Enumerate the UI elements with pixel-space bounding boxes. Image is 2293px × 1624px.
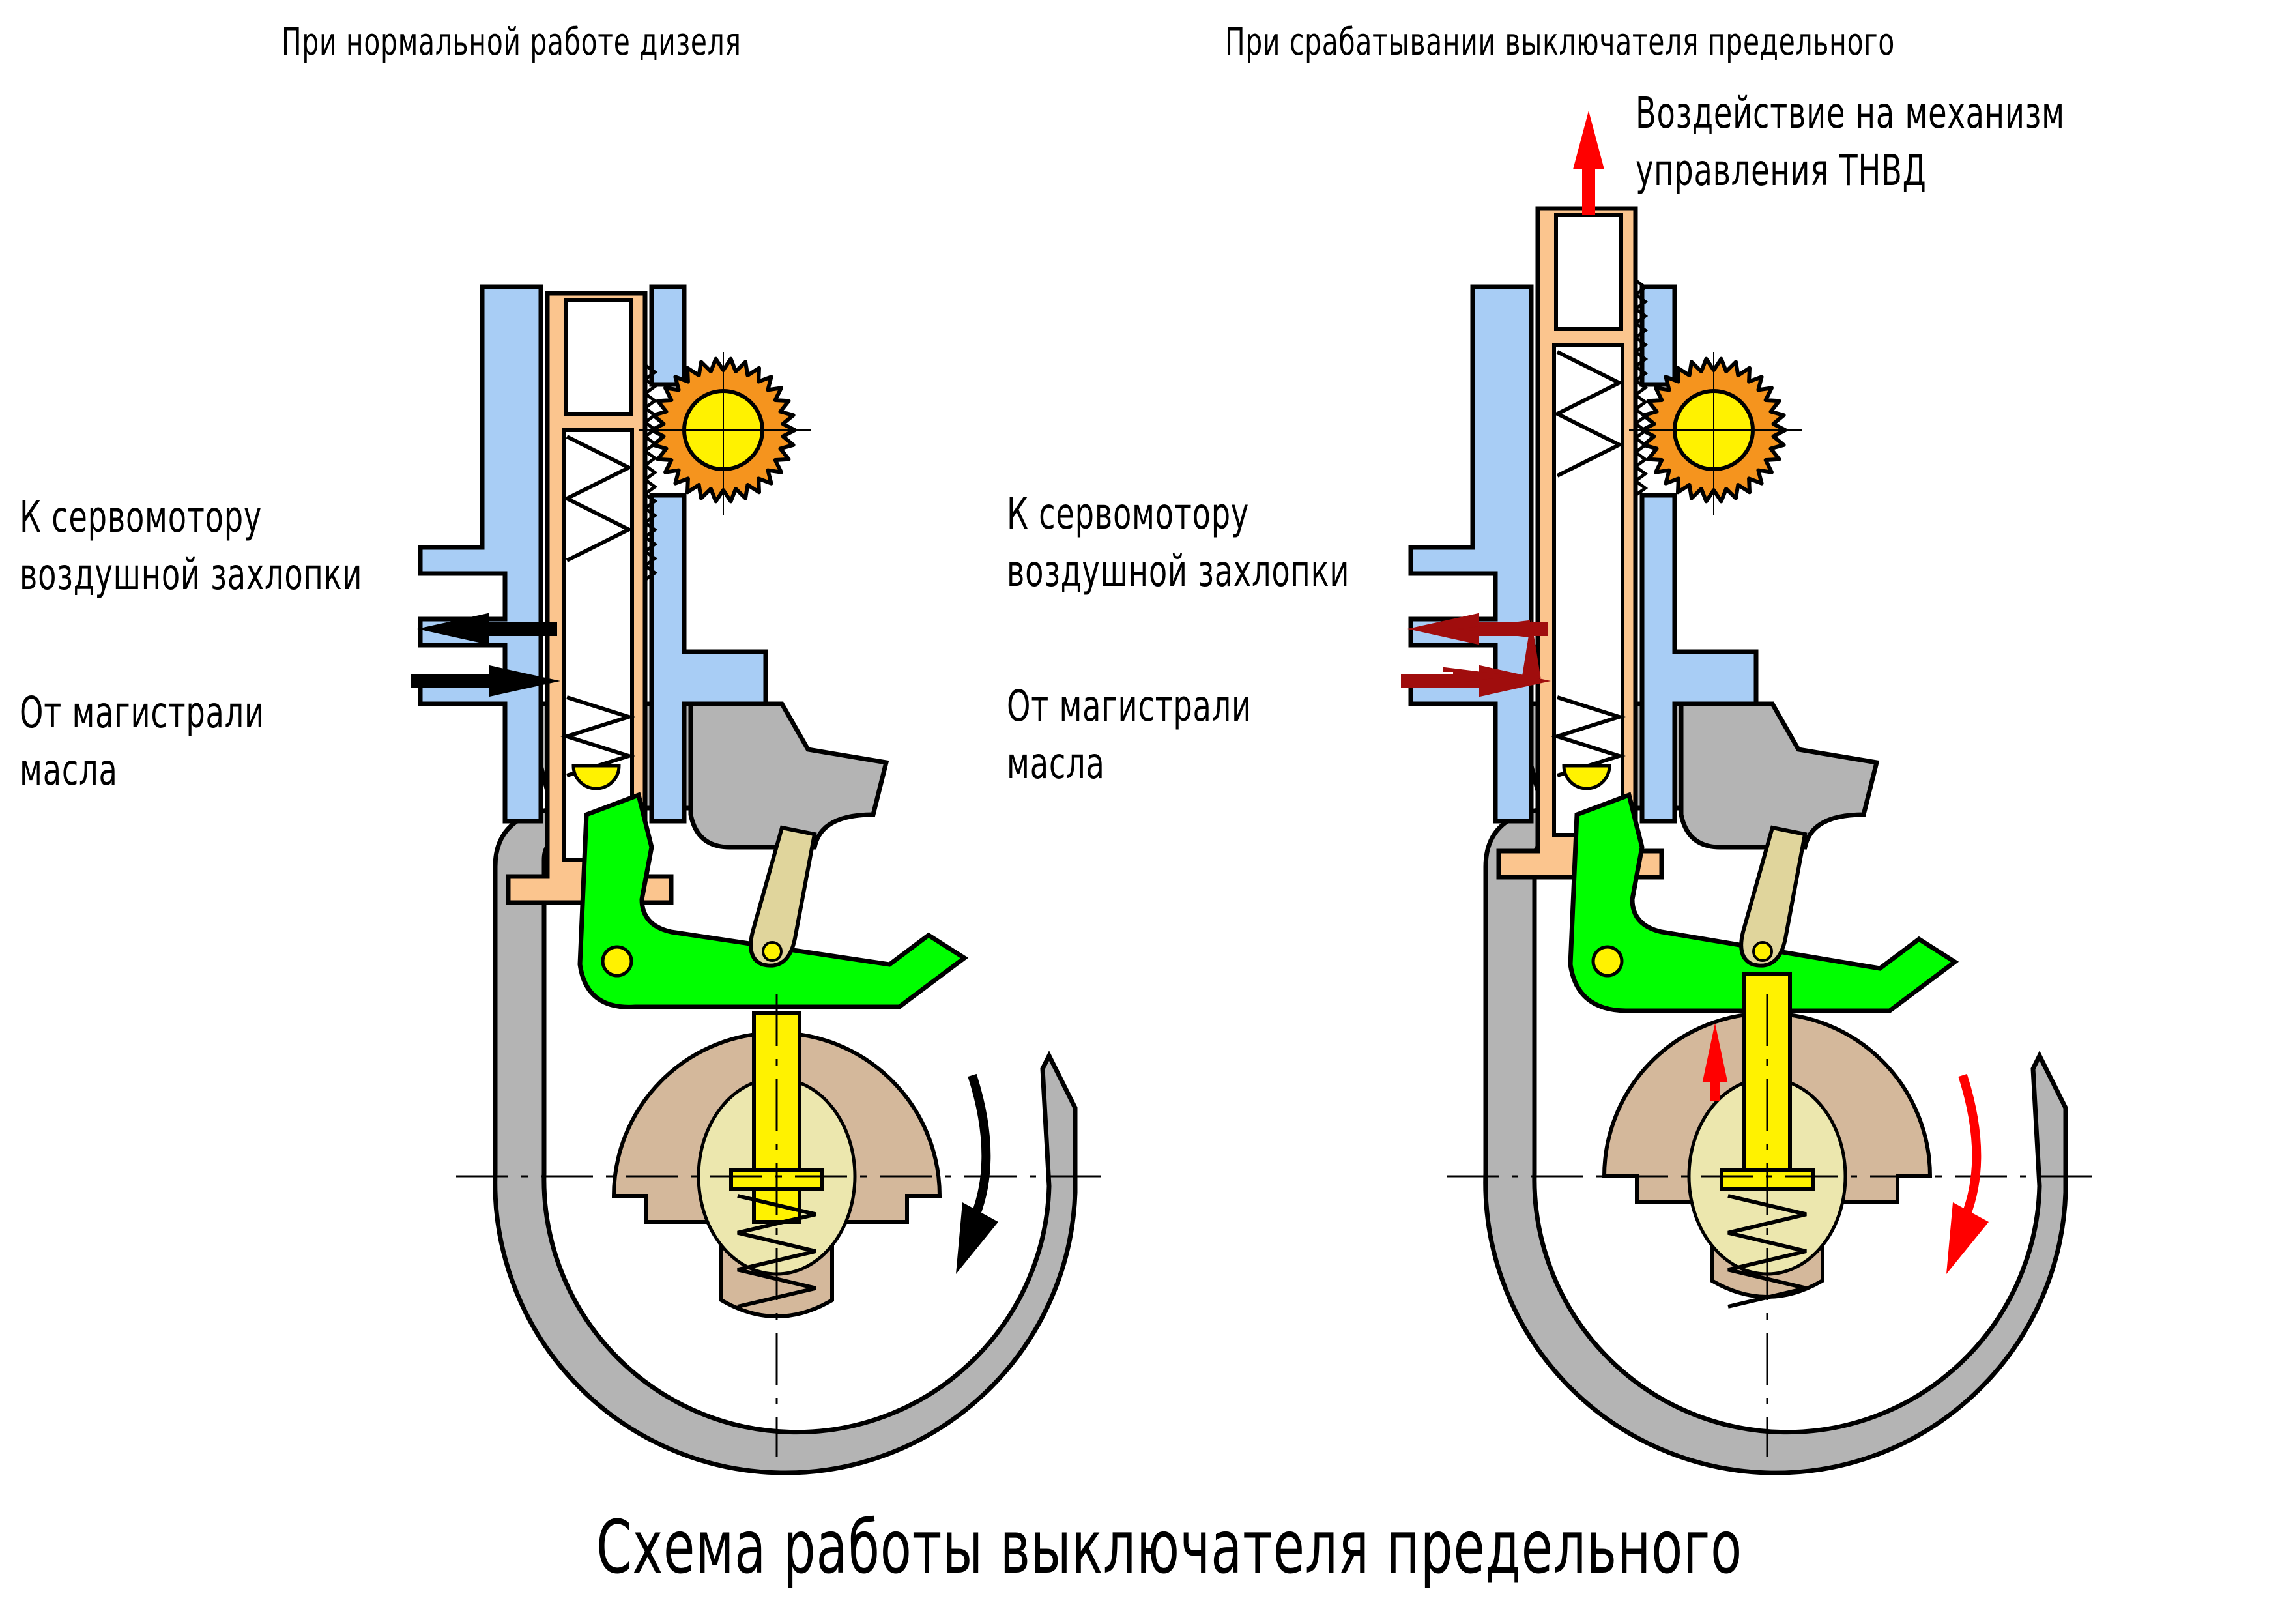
housing-right-block [688, 701, 889, 850]
pin-motion-arrow [1702, 1023, 1728, 1101]
label-from-line-1: От магистрали [1007, 681, 1252, 731]
diagram-title: Схема работы выключателя предельного [596, 1505, 1742, 1590]
panel-heading-normal: При нормальной работе дизеля [281, 20, 742, 64]
label-from-oil-normal: От магистрали масла [20, 684, 265, 799]
panel-tripped [1401, 111, 2092, 1475]
rotation-arrow-head [1946, 1202, 1989, 1274]
label-from-line-2: масла [1007, 738, 1105, 789]
housing-right-block [1679, 701, 1880, 850]
bushing-cup [1554, 213, 1623, 331]
output-label-line-1: Воздействие на механизм [1636, 88, 2065, 138]
panel-heading-tripped: При срабатывании выключателя предельного [1225, 20, 1896, 64]
gear-centerline [639, 352, 811, 515]
upper-spring [562, 435, 633, 562]
panel-normal [411, 284, 1101, 1475]
spring-link [749, 825, 817, 968]
trip-lever [577, 792, 969, 1009]
label-to-line-1: К сервомотору [1007, 489, 1250, 539]
label-to-line-2: воздушной захлопки [1007, 546, 1350, 596]
valve-body-left [418, 284, 543, 824]
trip-lever [1568, 792, 1959, 1013]
upper-spring [1553, 350, 1624, 478]
label-to-line-2: воздушной захлопки [20, 549, 363, 600]
lever-pivot [1591, 945, 1624, 978]
spring-link [1739, 825, 1808, 968]
check-ball [1562, 764, 1611, 790]
bushing-cup [564, 298, 633, 416]
output-label: Воздействие на механизм управления ТНВД [1636, 85, 2065, 199]
label-to-servomotor-normal: К сервомотору воздушной захлопки [20, 489, 362, 603]
flow-arrow-from-oil [1401, 665, 1551, 697]
pin-spring [737, 1194, 816, 1309]
link-pin [1752, 941, 1773, 962]
lever-pivot [601, 945, 633, 978]
internal-flow-arrow-up [1521, 619, 1541, 681]
lower-spring [560, 695, 635, 777]
rotation-arrow-shaft [1958, 1073, 1982, 1217]
rotation-arrow-head [956, 1202, 998, 1274]
rotation-arrow-shaft [968, 1073, 991, 1217]
pin-spring [1727, 1194, 1807, 1309]
label-from-line-1: От магистрали [20, 688, 265, 738]
gear-centerline [1629, 352, 1802, 515]
check-ball [571, 764, 621, 790]
valve-body-left [1408, 284, 1534, 824]
label-from-oil-tripped: От магистрали масла [1007, 678, 1252, 792]
label-from-line-2: масла [20, 745, 118, 795]
flow-arrow-to-servomotor [417, 613, 557, 645]
link-pin [762, 941, 783, 962]
flow-arrow-from-oil [411, 665, 560, 697]
output-motion-arrow [1573, 111, 1604, 215]
label-to-line-1: К сервомотору [20, 492, 263, 542]
lower-spring [1551, 695, 1626, 777]
output-label-line-2: управления ТНВД [1636, 145, 1927, 196]
internal-flow-arrow-out [1458, 620, 1530, 638]
label-to-servomotor-tripped: К сервомотору воздушной захлопки [1007, 486, 1349, 600]
internal-flow-arrow-in [1443, 667, 1515, 685]
